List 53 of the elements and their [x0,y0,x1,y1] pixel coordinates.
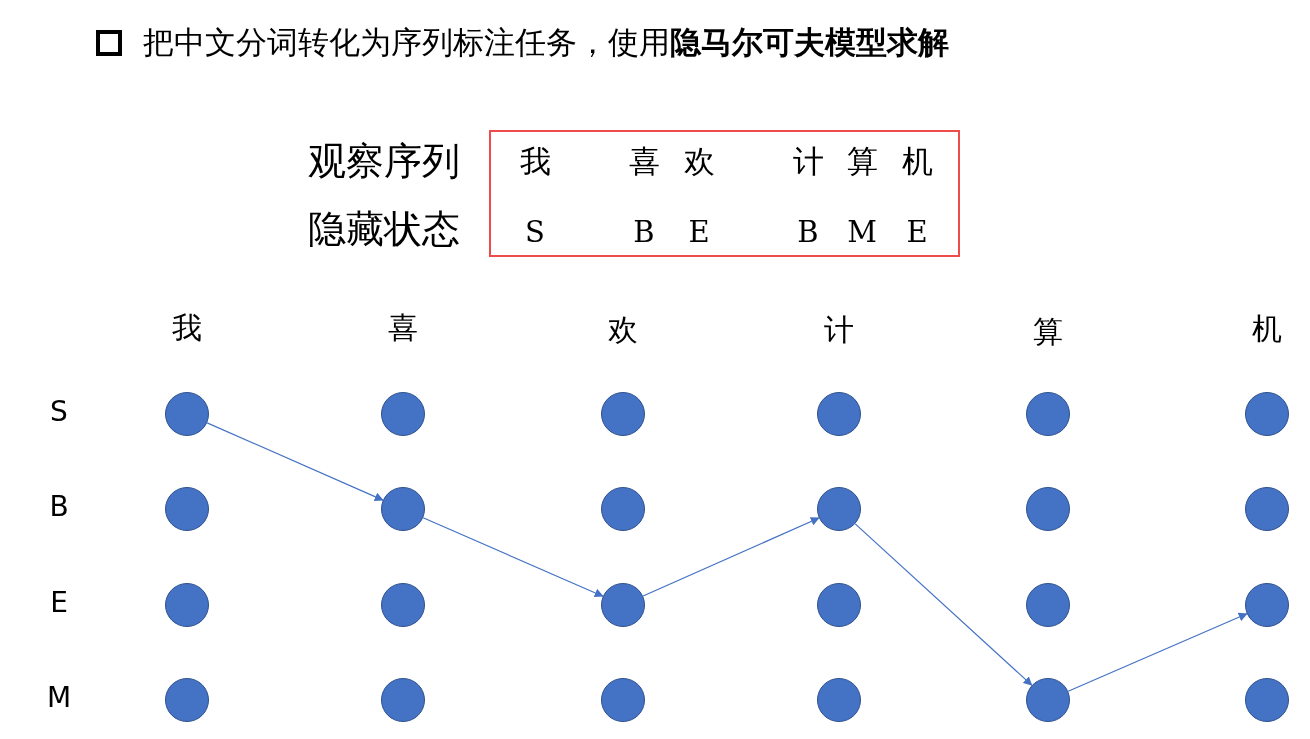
state-circle [165,392,209,436]
state-circle [817,583,861,627]
hidden-state-letter: B [796,218,820,247]
state-circle [1026,392,1070,436]
column-heading: 喜 [388,313,418,343]
row-label: M [46,684,72,712]
state-circle [601,678,645,722]
observed-character: 喜 [628,146,660,177]
arrow [642,517,820,597]
observed-character: 算 [846,146,878,177]
state-circle [381,487,425,531]
state-circle [601,583,645,627]
state-circle [1245,678,1289,722]
table-frame [489,130,960,257]
column-heading: 算 [1033,317,1063,347]
state-circle [381,392,425,436]
hidden-state-letter: B [632,218,656,247]
arrow [1067,612,1248,692]
column-heading: 欢 [608,315,638,345]
column-heading: 机 [1252,314,1282,344]
hidden-state-letter: S [524,218,546,247]
state-circle [817,392,861,436]
observed-character: 我 [519,146,551,177]
state-circle [1026,487,1070,531]
hidden-state-letter: M [846,218,878,247]
slide-title: 把中文分词转化为序列标注任务，使用隐马尔可夫模型求解 [143,27,949,58]
state-circle [381,583,425,627]
arrow [854,523,1033,686]
state-circle [601,487,645,531]
observed-character: 计 [792,146,824,177]
observed-character: 机 [901,146,933,177]
state-circle [1026,678,1070,722]
hidden-state-letter: E [905,218,929,247]
state-circle [165,583,209,627]
state-circle [1026,583,1070,627]
state-circle [1245,583,1289,627]
state-circle [817,678,861,722]
row-label: S [50,398,68,426]
column-heading: 我 [172,313,202,343]
observed-character: 欢 [683,146,715,177]
state-circle [1245,392,1289,436]
hidden-state-letter: E [687,218,711,247]
state-circle [1245,487,1289,531]
state-circle [165,678,209,722]
state-circle [165,487,209,531]
state-circle [817,487,861,531]
state-circle [601,392,645,436]
column-heading: 计 [824,315,854,345]
row-label: E [50,589,68,617]
state-circle [381,678,425,722]
arrow [206,422,384,501]
row-label: B [49,493,69,521]
arrow [422,517,604,598]
